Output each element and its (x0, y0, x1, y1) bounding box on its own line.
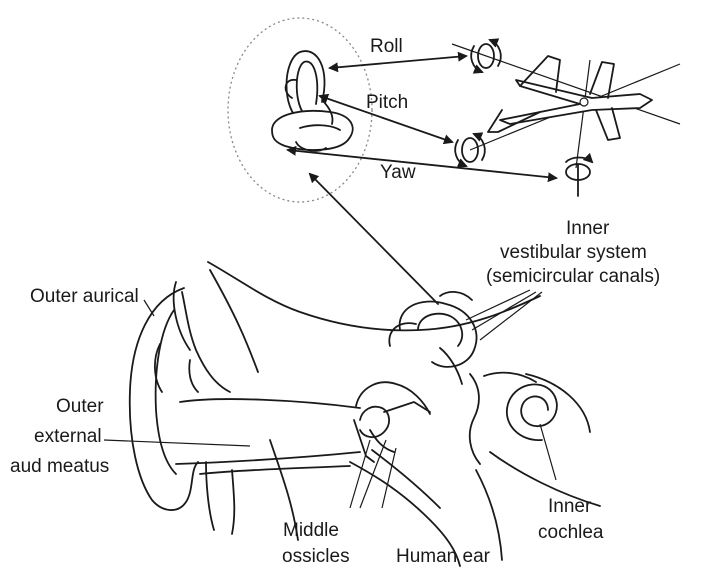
label-leader-lines (104, 290, 556, 508)
inner-vestibular-label-line1: Inner (566, 218, 610, 239)
magnify-pointer-arrow (310, 174, 438, 304)
human-ear-label: Human ear (396, 546, 491, 567)
outer-meatus-label-line3: aud meatus (10, 456, 109, 477)
yaw-label: Yaw (380, 162, 416, 183)
inner-vestibular-label-line3: (semicircular canals) (486, 266, 660, 287)
magnification-circle (228, 18, 372, 202)
outer-meatus-label-line1: Outer (56, 396, 104, 417)
magnified-canals-group (228, 18, 372, 202)
outer-meatus-label-line2: external (34, 426, 102, 447)
inner-cochlea-label-line1: Inner (548, 496, 592, 517)
yaw-arrow (288, 150, 556, 178)
inner-vestibular-label-line2: vestibular system (500, 242, 647, 263)
roll-arrow (330, 56, 466, 68)
yaw-rotation-icon (566, 158, 592, 197)
roll-label: Roll (370, 36, 403, 57)
airplane-illustration (452, 44, 680, 168)
pitch-label: Pitch (366, 92, 408, 113)
middle-ossicles-label-line1: Middle (283, 520, 339, 541)
magnified-canals-illustration (272, 51, 353, 151)
ear-cross-section (130, 262, 600, 566)
middle-ossicles-label-line2: ossicles (282, 546, 350, 567)
inner-cochlea-label-line2: cochlea (538, 522, 604, 543)
outer-aurical-label: Outer aurical (30, 286, 139, 307)
